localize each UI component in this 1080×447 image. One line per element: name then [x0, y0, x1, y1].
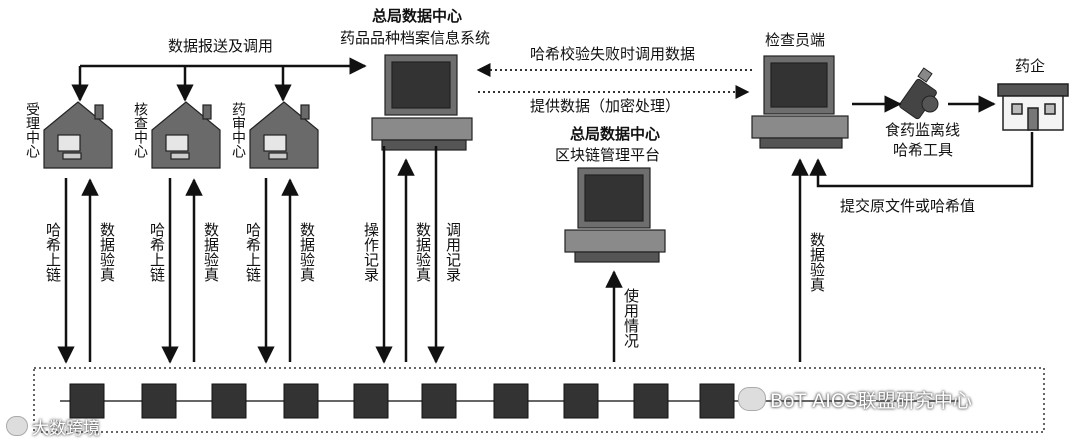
- house-icon: [43, 101, 113, 169]
- data-verify-label: 数据验真: [98, 222, 116, 282]
- call-record-label: 调用记录: [444, 222, 462, 282]
- report-call-bracket: [71, 57, 367, 102]
- enterprise-building-icon: [997, 83, 1069, 131]
- house-label: 核查中心: [132, 102, 148, 158]
- hash-chain-label: 哈希上链: [148, 222, 166, 282]
- chain-blocks: [69, 383, 735, 419]
- blockchain-title: 总局数据中心: [570, 125, 661, 143]
- house-icon: [151, 101, 221, 169]
- watermark-right: BoT AIOS联盟研究中心: [770, 390, 972, 412]
- center-subtitle: 药品品种档案信息系统: [340, 29, 491, 47]
- usb-drive-icon: [899, 67, 939, 120]
- enterprise-label: 药企: [1015, 57, 1046, 75]
- chain-block: [283, 383, 319, 419]
- wechat-icon: [738, 387, 766, 411]
- watermark-left: 大数跨境: [32, 419, 100, 439]
- offline-tool-line1: 食药监离线: [885, 121, 961, 139]
- house-label: 受理中心: [24, 102, 40, 158]
- blockchain-computer-icon: [564, 167, 666, 263]
- data-verify-label: 数据验真: [202, 222, 220, 282]
- chain-block: [563, 383, 599, 419]
- chain-block: [141, 383, 177, 419]
- center-title: 总局数据中心: [372, 7, 463, 25]
- op-record-label: 操作记录: [362, 222, 380, 282]
- hash-chain-label: 哈希上链: [44, 222, 62, 282]
- hash-chain-label: 哈希上链: [244, 222, 262, 282]
- data-verify-label: 数据验真: [808, 232, 826, 292]
- chain-block: [69, 383, 105, 419]
- chain-block: [699, 383, 735, 419]
- offline-tool-line2: 哈希工具: [893, 141, 954, 159]
- provide-data-label: 提供数据（加密处理）: [530, 97, 681, 115]
- usage-label: 使用情况: [622, 288, 640, 348]
- house-icon: [249, 101, 319, 169]
- data-verify-label: 数据验真: [414, 222, 432, 282]
- inspector-computer-icon: [751, 55, 849, 149]
- central-computer-icon: [371, 54, 473, 151]
- submit-bracket: [809, 132, 1034, 188]
- chain-block: [421, 383, 457, 419]
- report-call-label: 数据报送及调用: [168, 37, 274, 55]
- blockchain-box: [33, 367, 1045, 433]
- chain-block: [211, 383, 247, 419]
- hash-fail-label: 哈希校验失败时调用数据: [530, 45, 696, 63]
- chain-block: [493, 383, 529, 419]
- chain-block: [633, 383, 669, 419]
- chain-block: [353, 383, 389, 419]
- blockchain-subtitle: 区块链管理平台: [555, 146, 661, 164]
- submit-label: 提交原文件或哈希值: [840, 197, 976, 215]
- watermark-logo-icon: [6, 416, 28, 436]
- data-verify-label: 数据验真: [298, 222, 316, 282]
- house-label: 药审中心: [230, 102, 246, 158]
- inspector-label: 检查员端: [765, 31, 826, 49]
